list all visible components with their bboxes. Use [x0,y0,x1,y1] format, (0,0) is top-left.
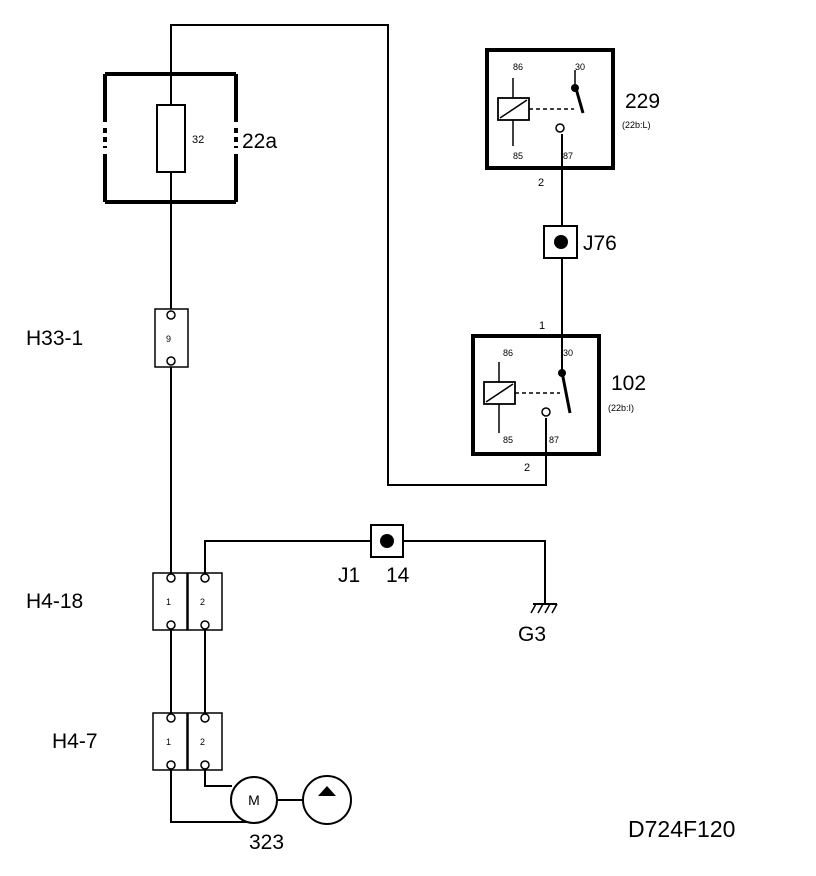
junction-j1: J1 14 [338,524,410,587]
in-pin-label: 1 [539,320,545,332]
junction-label: J76 [583,232,617,255]
connector-pin-a: 1 [166,597,171,607]
connector-label: H4-7 [52,730,98,753]
ground-g3: G3 [518,603,558,646]
connector-label: H33-1 [26,327,83,350]
fuse-element-icon [156,104,186,173]
relay-sublabel: (22b:L) [622,120,651,130]
fuse-box-22a: 32 22a [103,72,277,204]
pin-label-86: 86 [513,62,523,72]
relay-229: 86 30 85 87 2 229 (22b:L) [485,48,660,189]
drawing-id: D724F120 [628,816,735,842]
fuse-box-label: 22a [242,130,277,153]
connector-h33-1: 9 H33-1 [26,308,189,368]
junction-label: J1 [338,564,360,587]
junction-j76: J76 [543,225,617,259]
relay-102: 1 86 30 85 87 2 102 (22b:I) [471,320,646,474]
out-pin-label: 2 [524,462,530,474]
pump-label: 323 [249,831,284,854]
relay-sublabel: (22b:I) [608,403,634,413]
connector-label: H4-18 [26,590,83,613]
pin-label-85: 85 [513,151,523,161]
pin-label-87: 87 [549,435,559,445]
connector-pin-a: 1 [166,737,171,747]
pin-label-86: 86 [503,348,513,358]
pump-arrow-icon [318,786,336,796]
wire-j1-to-ground [403,540,546,603]
junction-number: 14 [386,564,410,587]
motor-symbol: M [248,792,260,808]
wires [170,24,563,823]
relay-label: 229 [625,90,660,113]
motor-icon [230,776,278,824]
connector-pin: 9 [166,334,171,344]
pump-323: M 323 [230,775,352,854]
connector-pin-b: 2 [200,737,205,747]
connector-pin-b: 2 [200,597,205,607]
fuse-number: 32 [192,134,204,146]
ground-label: G3 [518,623,546,646]
out-pin-label: 2 [538,177,544,189]
junction-dot-icon [554,235,568,249]
pin-label-87: 87 [563,151,573,161]
connector-h4-7: 1 2 H4-7 [52,712,223,771]
wire-h4-7-to-motor-a [170,768,253,823]
wire-h4-18-to-j1 [204,540,371,575]
relay-switch-icon [560,371,572,414]
pin-label-30: 30 [575,62,585,72]
pin-label-30: 30 [563,348,573,358]
pin-label-85: 85 [503,435,513,445]
pump-icon [302,775,352,825]
relay-label: 102 [611,372,646,395]
wire-fuse-to-relay-102 [170,24,547,486]
junction-dot-icon [380,534,394,548]
wire-h4-7-to-motor-b [204,768,232,787]
connector-h4-18: 1 2 H4-18 [26,572,223,631]
